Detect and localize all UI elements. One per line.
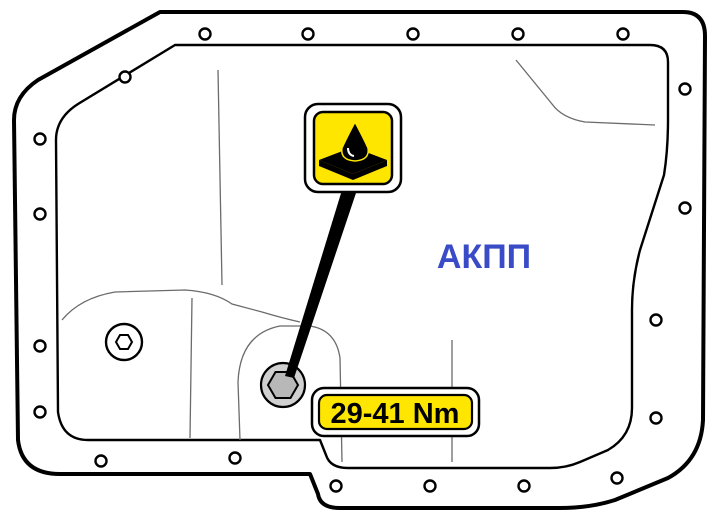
side-hex-plug <box>104 322 144 362</box>
leader-line <box>285 190 356 378</box>
flange-bolt-holes <box>33 27 692 493</box>
torque-callout: 29-41 Nm <box>310 386 481 438</box>
drain-plug <box>259 361 307 409</box>
pan-inner-wall <box>54 43 670 470</box>
oil-drop-on-pan-icon <box>319 120 387 180</box>
fluid-icon-callout <box>303 102 403 194</box>
unit-label: АКПП <box>437 238 531 276</box>
torque-value: 29-41 Nm <box>331 398 460 430</box>
pan-outer-flange <box>12 10 707 510</box>
pan-structural-lines <box>61 59 656 463</box>
